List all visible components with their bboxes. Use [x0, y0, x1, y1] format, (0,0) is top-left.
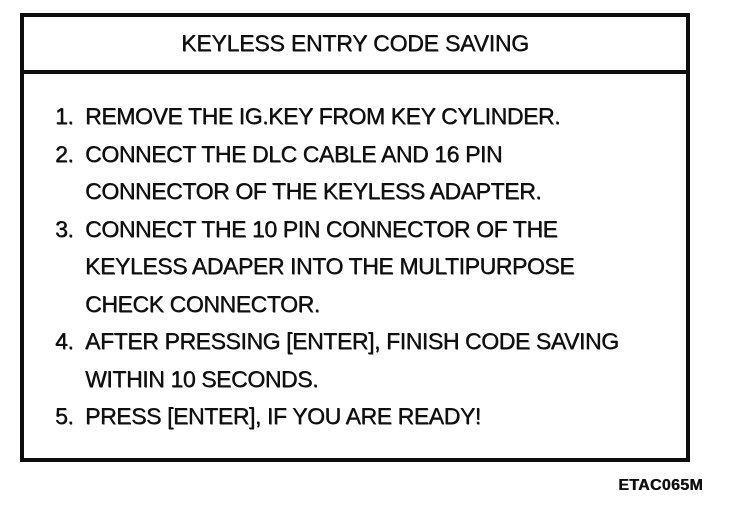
step-row-3: 3. CONNECT THE 10 PIN CONNECTOR OF THE K… — [55, 211, 678, 324]
figure-code: ETAC065M — [618, 477, 703, 494]
step-number: 2. — [55, 140, 74, 167]
step-line: WITHIN 10 SECONDS. — [85, 365, 319, 392]
step-row-2: 2. CONNECT THE DLC CABLE AND 16 PIN CONN… — [55, 136, 678, 211]
step-number: 5. — [55, 403, 74, 429]
step-row-4: 4. AFTER PRESSING [ENTER], FINISH CODE S… — [55, 323, 678, 398]
step-text: CONNECT THE 10 PIN CONNECTOR OF THE KEYL… — [85, 211, 678, 324]
step-number: 4. — [55, 328, 74, 354]
panel-title: KEYLESS ENTRY CODE SAVING — [181, 30, 529, 56]
step-number: 3. — [55, 215, 74, 242]
step-row-5: 5. PRESS [ENTER], IF YOU ARE READY! — [55, 398, 678, 436]
step-line: AFTER PRESSING [ENTER], FINISH CODE SAVI… — [85, 328, 619, 354]
step-line: CONNECT THE DLC CABLE AND 16 PIN — [85, 140, 503, 167]
panel-title-bar: KEYLESS ENTRY CODE SAVING — [24, 17, 686, 74]
step-number: 1. — [55, 103, 74, 129]
step-line: PRESS [ENTER], IF YOU ARE READY! — [85, 403, 481, 429]
step-text: CONNECT THE DLC CABLE AND 16 PIN CONNECT… — [85, 136, 678, 211]
step-text: REMOVE THE IG.KEY FROM KEY CYLINDER. — [85, 98, 678, 136]
instruction-steps: 1. REMOVE THE IG.KEY FROM KEY CYLINDER. … — [24, 74, 686, 436]
keyless-entry-code-saving-panel: KEYLESS ENTRY CODE SAVING 1. REMOVE THE … — [20, 13, 690, 462]
step-text: AFTER PRESSING [ENTER], FINISH CODE SAVI… — [85, 323, 678, 398]
step-line: CHECK CONNECTOR. — [85, 290, 320, 317]
step-row-1: 1. REMOVE THE IG.KEY FROM KEY CYLINDER. — [55, 98, 678, 136]
step-text: PRESS [ENTER], IF YOU ARE READY! — [85, 398, 678, 436]
step-line: CONNECT THE 10 PIN CONNECTOR OF THE — [85, 215, 558, 242]
step-line: REMOVE THE IG.KEY FROM KEY CYLINDER. — [85, 103, 561, 129]
step-line: KEYLESS ADAPER INTO THE MULTIPURPOSE — [85, 253, 575, 279]
step-line: CONNECTOR OF THE KEYLESS ADAPTER. — [85, 178, 542, 204]
